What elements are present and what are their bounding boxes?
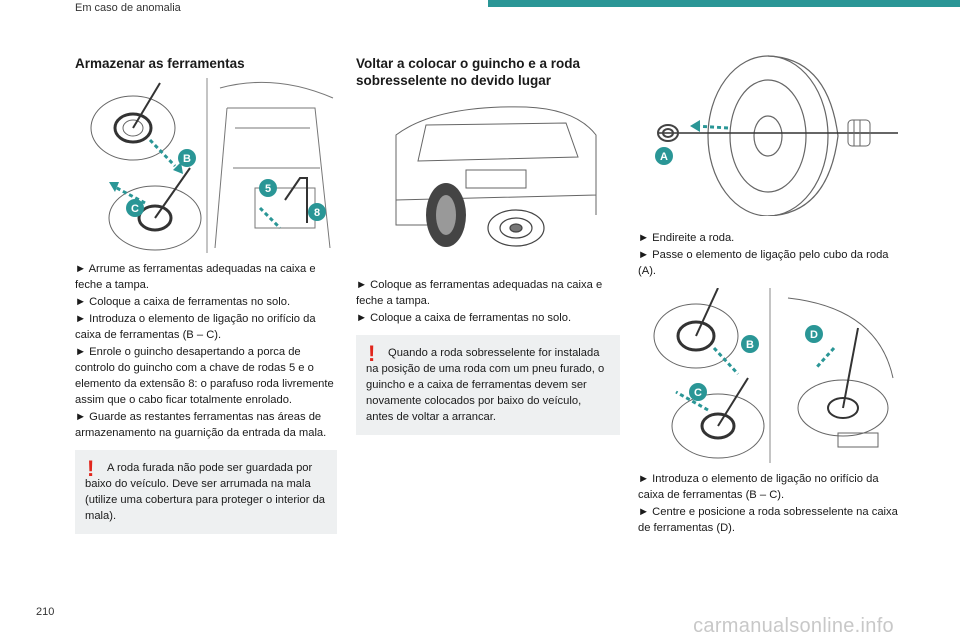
step-text: ► Passe o elemento de ligação pelo cubo … <box>638 249 889 277</box>
figure-tool-box-spare: B C D <box>638 288 900 463</box>
step-text: ► Coloque as ferramentas adequadas na ca… <box>356 279 603 307</box>
warning-icon: ! <box>87 456 95 481</box>
car-rear-drawing <box>395 106 597 226</box>
figure-store-tools: B C 5 8 <box>75 78 337 253</box>
figure-car-spare-wheel <box>356 95 620 255</box>
section-title-store-tools: Armazenar as ferramentas <box>75 56 245 71</box>
step-text: ► Arrume as ferramentas adequadas na cai… <box>75 263 316 291</box>
callout-b: B <box>746 339 754 351</box>
step-text: ► Endireite a roda. <box>638 232 735 244</box>
section-title-replace-winch: Voltar a colocar o guincho e a roda sobr… <box>356 56 581 88</box>
column-storing-tools: Armazenar as ferramentas B C <box>75 55 337 534</box>
warning-text: A roda furada não pode ser guardada por … <box>85 462 326 522</box>
step-text: ► Centre e posicione a roda sobresselent… <box>638 506 898 534</box>
watermark: carmanualsonline.info <box>693 615 894 637</box>
page-number: 210 <box>36 606 55 618</box>
tool-box-disc-bottom <box>108 167 202 251</box>
callout-5: 5 <box>265 183 271 195</box>
step-text: ► Coloque a caixa de ferramentas no solo… <box>75 296 291 308</box>
callout-8: 8 <box>314 207 320 219</box>
warning-box: ! A roda furada não pode ser guardada po… <box>75 450 337 534</box>
hub-nut-right <box>847 119 871 147</box>
callout-b: B <box>183 153 191 165</box>
callout-a: A <box>660 151 668 163</box>
warning-text: Quando a roda sobresselente for instalad… <box>366 347 605 423</box>
step-text: ► Introduza o elemento de ligação no ori… <box>75 313 316 341</box>
warning-box: ! Quando a roda sobresselente for instal… <box>356 335 620 435</box>
spare-wheel-under-car <box>487 209 545 247</box>
callout-c: C <box>694 387 702 399</box>
callout-d: D <box>810 329 818 341</box>
column-spare-wheel-steps: A ► Endireite a roda. ► Passe o elemento… <box>638 48 900 537</box>
tool-box-disc-bottom <box>671 377 765 459</box>
step-text: ► Guarde as restantes ferramentas nas ár… <box>75 411 327 439</box>
spare-wheel-on-box <box>787 297 894 448</box>
callout-c: C <box>131 203 139 215</box>
tool-box-disc-top <box>90 82 176 161</box>
wheel-brace-tool <box>284 177 308 223</box>
hub-nut-left <box>657 124 679 142</box>
step-text: ► Enrole o guincho desapertando a porca … <box>75 346 334 406</box>
spare-wheel-tyre <box>707 55 839 216</box>
car-trunk-drawing <box>214 81 334 249</box>
column-replace-winch: Voltar a colocar o guincho e a roda sobr… <box>356 55 620 435</box>
figure-wheel-hub: A <box>638 48 900 216</box>
tool-box-disc-top <box>653 288 739 369</box>
step-text: ► Introduza o elemento de ligação no ori… <box>638 473 879 501</box>
warning-icon: ! <box>368 341 376 366</box>
car-rear-wheel <box>426 183 466 247</box>
header-section-title: Em caso de anomalia <box>75 2 181 14</box>
header-accent-bar <box>488 0 960 7</box>
step-text: ► Coloque a caixa de ferramentas no solo… <box>356 312 572 324</box>
